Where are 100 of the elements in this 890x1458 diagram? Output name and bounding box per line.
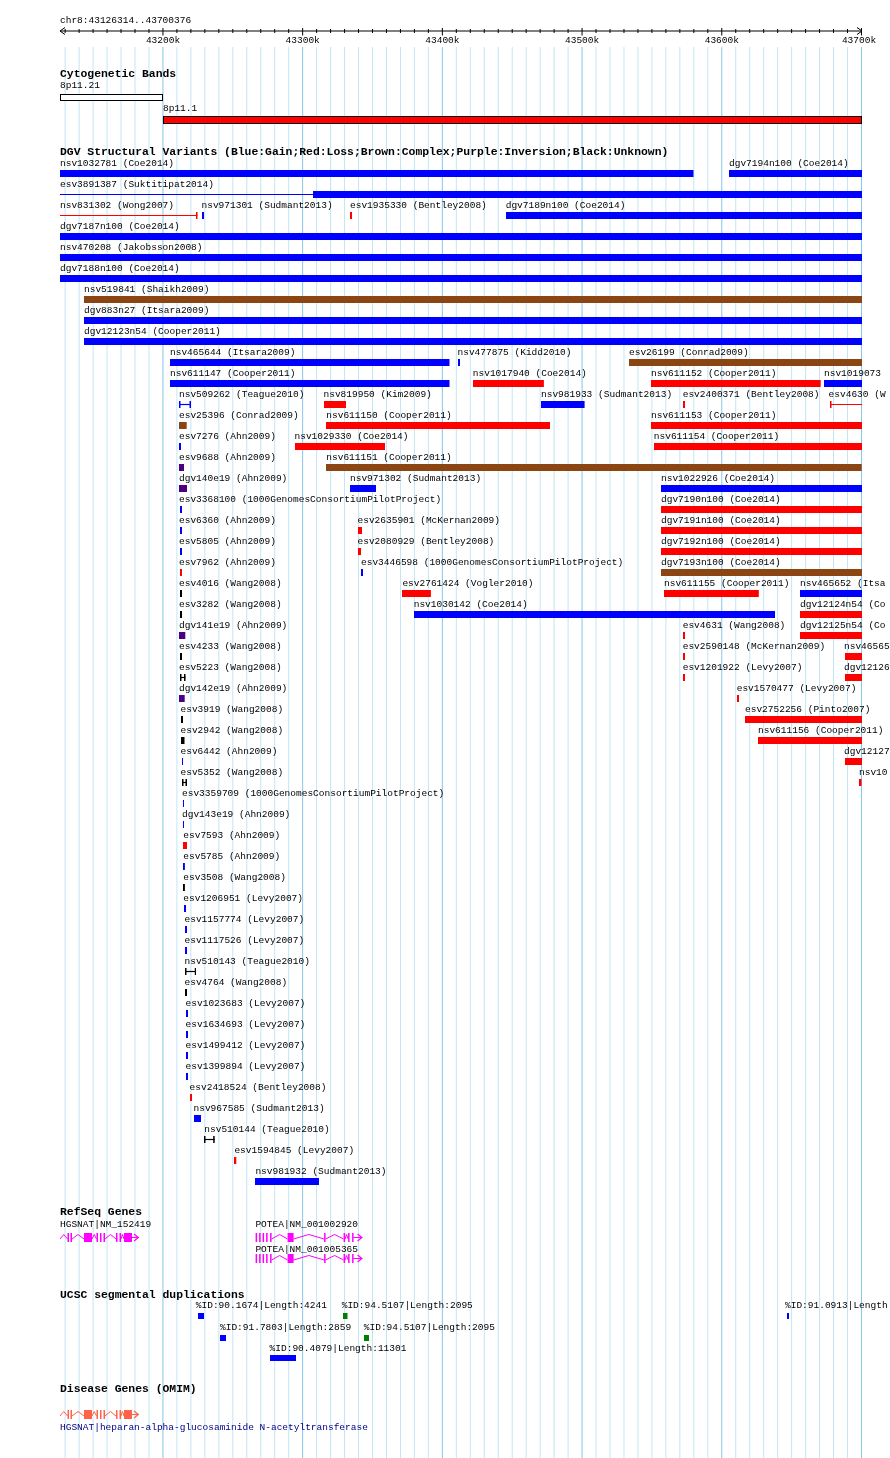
variant-label: nsv1017940 (Coe2014): [472, 369, 587, 379]
variant-label: esv1201922 (Levy2007): [682, 663, 803, 673]
variant-label: esv7276 (Ahn2009): [179, 432, 276, 442]
variant-label: nsv981933 (Sudmant2013): [541, 390, 673, 400]
variant-label: esv4764 (Wang2008): [184, 978, 288, 988]
tick-label: 43200k: [145, 36, 181, 46]
variant-label: nsv819950 (Kim2009): [323, 390, 432, 400]
track-title: UCSC segmental duplications: [60, 1288, 245, 1301]
variant-label: dgv7188n100 (Coe2014): [60, 264, 180, 274]
tick-label: 43500k: [565, 36, 600, 46]
variant-label: nsv1019073: [824, 369, 881, 379]
variant-label: esv2590148 (McKernan2009): [682, 642, 826, 652]
variant-label: esv5805 (Ahn2009): [179, 537, 276, 547]
variant-label: esv26199 (Conrad2009): [629, 348, 749, 358]
duplication-label: %ID:94.5107|Length:2095: [363, 1322, 495, 1333]
variant-label: esv1594845 (Levy2007): [234, 1146, 355, 1156]
track-title: RefSeq Genes: [60, 1206, 143, 1219]
variant-label: nsv509262 (Teague2010): [179, 390, 305, 400]
variant-label: nsv981932 (Sudmant2013): [255, 1167, 387, 1177]
variant-label: nsv611155 (Cooper2011): [664, 579, 790, 589]
variant-label: esv7593 (Ahn2009): [183, 831, 281, 841]
variant-label: nsv611151 (Cooper2011): [326, 453, 452, 463]
tick-label: 43700k: [841, 36, 877, 46]
variant-label: esv2635901 (McKernan2009): [357, 516, 501, 526]
gene-label: HGSNAT|NM_152419: [60, 1220, 152, 1230]
variant-label: esv3282 (Wang2008): [179, 600, 282, 610]
variant-label: dgv143e19 (Ahn2009): [182, 810, 291, 820]
variant-label: esv1117526 (Levy2007): [184, 936, 305, 946]
variant-label: esv1399894 (Levy2007): [185, 1062, 306, 1072]
variant-label: nsv971301 (Sudmant2013): [201, 201, 333, 211]
variant-label: nsv611150 (Cooper2011): [326, 411, 452, 421]
gene-label: POTEA|NM_001005365: [255, 1245, 358, 1255]
variant-label: esv2761424 (Vogler2010): [402, 579, 534, 589]
variant-label: nsv510143 (Teague2010): [184, 957, 310, 967]
tick-label: 43300k: [285, 36, 320, 46]
variant-label: esv2942 (Wang2008): [180, 726, 284, 736]
band-label: 8p11.21: [60, 81, 100, 91]
variant-label: nsv611147 (Cooper2011): [170, 369, 296, 379]
track-title: Cytogenetic Bands: [60, 67, 177, 81]
variant-label: nsv46565: [844, 642, 890, 652]
gene-label: POTEA|NM_001002920: [255, 1220, 358, 1230]
variant-label: esv2752256 (Pinto2007): [745, 705, 871, 715]
variant-label: nsv465644 (Itsara2009): [170, 348, 296, 358]
variant-label: dgv7192n100 (Coe2014): [661, 537, 781, 547]
variant-label: nsv611152 (Cooper2011): [651, 369, 777, 379]
variant-label: dgv12126: [844, 663, 890, 673]
band-label: 8p11.1: [163, 104, 198, 114]
variant-label: nsv1029330 (Coe2014): [294, 432, 409, 442]
variant-label: esv1570477 (Levy2007): [736, 684, 857, 694]
variant-label: dgv7187n100 (Coe2014): [60, 222, 180, 232]
variant-label: esv5785 (Ahn2009): [183, 852, 281, 862]
variant-label: nsv611153 (Cooper2011): [651, 411, 777, 421]
variant-label: dgv7190n100 (Coe2014): [661, 495, 781, 505]
variant-label: esv2400371 (Bentley2008): [682, 390, 820, 400]
track-title: DGV Structural Variants (Blue:Gain;Red:Loss;Brown:Complex;Purple:Inversion;Black:Unknown): [60, 145, 669, 159]
variant-label: esv1206951 (Levy2007): [183, 894, 304, 904]
duplication-label: %ID:91.0913|Length: [785, 1301, 888, 1311]
variant-label: dgv12123n54 (Cooper2011): [84, 327, 221, 337]
variant-label: esv3359709 (1000GenomesConsortiumPilotProject): [182, 789, 445, 799]
variant-label: dgv7194n100 (Coe2014): [729, 159, 849, 169]
duplication-label: %ID:90.1674|Length:4241: [195, 1301, 327, 1311]
variant-label: dgv883n27 (Itsara2009): [84, 306, 210, 316]
variant-label: dgv7191n100 (Coe2014): [661, 516, 781, 526]
variant-label: esv7962 (Ahn2009): [179, 558, 276, 568]
variant-label: nsv611154 (Cooper2011): [653, 432, 780, 442]
variant-label: esv9688 (Ahn2009): [179, 453, 276, 463]
variant-label: nsv477875 (Kidd2010): [457, 348, 572, 358]
variant-label: dgv7193n100 (Coe2014): [661, 558, 781, 568]
variant-label: esv1935330 (Bentley2008): [350, 201, 487, 211]
variant-label: dgv12124n54 (Co: [800, 600, 886, 610]
variant-label: nsv510144 (Teague2010): [204, 1125, 330, 1135]
variant-label: esv3368100 (1000GenomesConsortiumPilotProject): [179, 495, 442, 505]
variant-label: esv2080929 (Bentley2008): [357, 537, 495, 547]
gene-label: HGSNAT|heparan-alpha-glucosaminide N-acetyltransferase: [60, 1423, 368, 1433]
variant-label: esv25396 (Conrad2009): [179, 411, 299, 421]
variant-label: esv5352 (Wang2008): [180, 768, 284, 778]
variant-label: dgv12125n54 (Co: [800, 621, 886, 631]
variant-label: esv1157774 (Levy2007): [184, 915, 305, 925]
variant-label: esv4016 (Wang2008): [179, 579, 282, 589]
variant-label: nsv519841 (Shaikh2009): [84, 285, 210, 295]
variant-label: esv2418524 (Bentley2008): [189, 1083, 327, 1093]
variant-label: dgv140e19 (Ahn2009): [179, 474, 288, 484]
variant-label: esv4630 (W: [828, 390, 886, 400]
variant-label: dgv7189n100 (Coe2014): [505, 201, 626, 211]
variant-label: nsv831302 (Wong2007): [60, 201, 175, 211]
variant-label: nsv470208 (Jakobsson2008): [60, 243, 203, 253]
variant-label: nsv967585 (Sudmant2013): [193, 1104, 325, 1114]
variant-label: esv1634693 (Levy2007): [185, 1020, 306, 1030]
variant-label: dgv12127: [844, 747, 890, 757]
variant-label: nsv971302 (Sudmant2013): [350, 474, 482, 484]
tick-label: 43600k: [704, 36, 739, 46]
duplication-label: %ID:94.5107|Length:2095: [341, 1301, 473, 1311]
variant-label: dgv141e19 (Ahn2009): [179, 621, 288, 631]
variant-label: esv3891387 (Suktitipat2014): [60, 180, 214, 190]
variant-label: esv6360 (Ahn2009): [179, 516, 276, 526]
variant-label: nsv611156 (Cooper2011): [758, 726, 884, 736]
variant-label: esv3446598 (1000GenomesConsortiumPilotProject): [361, 558, 624, 568]
variant-label: esv4631 (Wang2008): [682, 621, 786, 631]
variant-label: esv1023683 (Levy2007): [185, 999, 306, 1009]
variant-label: nsv1032781 (Coe2014): [60, 159, 175, 169]
